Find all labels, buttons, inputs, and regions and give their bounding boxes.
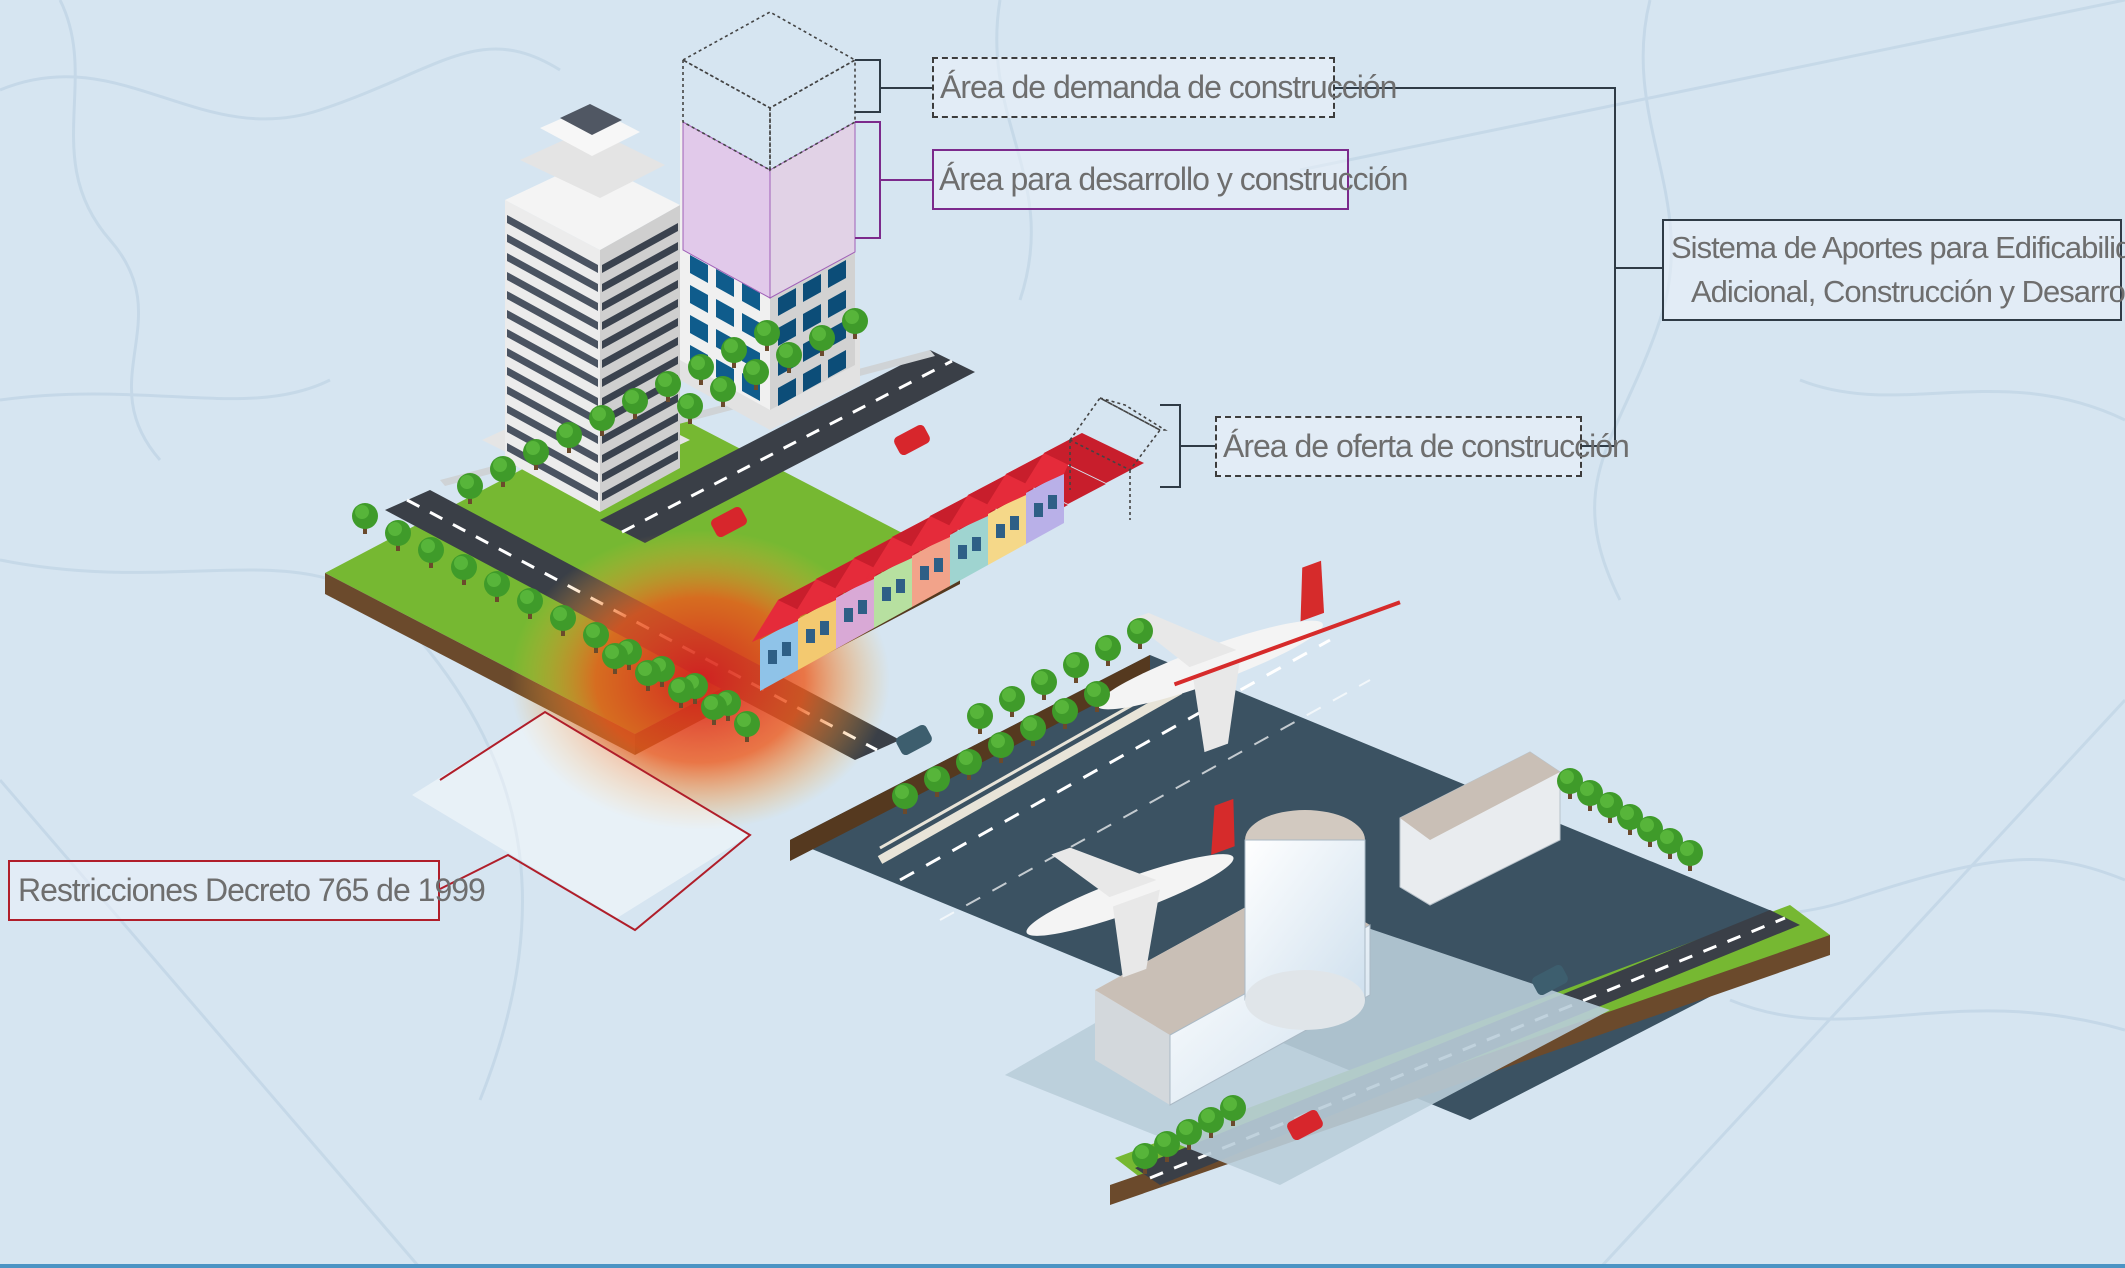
airplane-upper: [1097, 560, 1401, 753]
row-houses: [752, 433, 1144, 691]
airport-terminal: [1095, 751, 1561, 1106]
bottom-border: [0, 1264, 2125, 1268]
demand-area-label: Área de demanda de construcción: [932, 57, 1397, 118]
supply-area-label: Área de oferta de construcción: [1215, 416, 1630, 477]
connector-lines: [439, 59, 1662, 932]
contribution-system-line2: Adicional, Construcción y Desarrollo: [1691, 274, 2125, 309]
white-tower: [482, 104, 690, 512]
restriction-plane: [412, 712, 750, 918]
restrictions-label: Restricciones Decreto 765 de 1999: [8, 860, 486, 921]
airplane-lower: [1026, 798, 1235, 978]
trees: [352, 308, 1703, 1174]
blue-tower: [680, 11, 860, 430]
contribution-system-label: Sistema de Aportes para Edificabilidad A…: [1662, 219, 2125, 321]
supply-volume: [1068, 396, 1168, 520]
contribution-system-line1: Sistema de Aportes para Edificabilidad: [1671, 230, 2125, 265]
cars: [711, 424, 1568, 1141]
development-area-label: Área para desarrollo y construcción: [932, 149, 1408, 210]
